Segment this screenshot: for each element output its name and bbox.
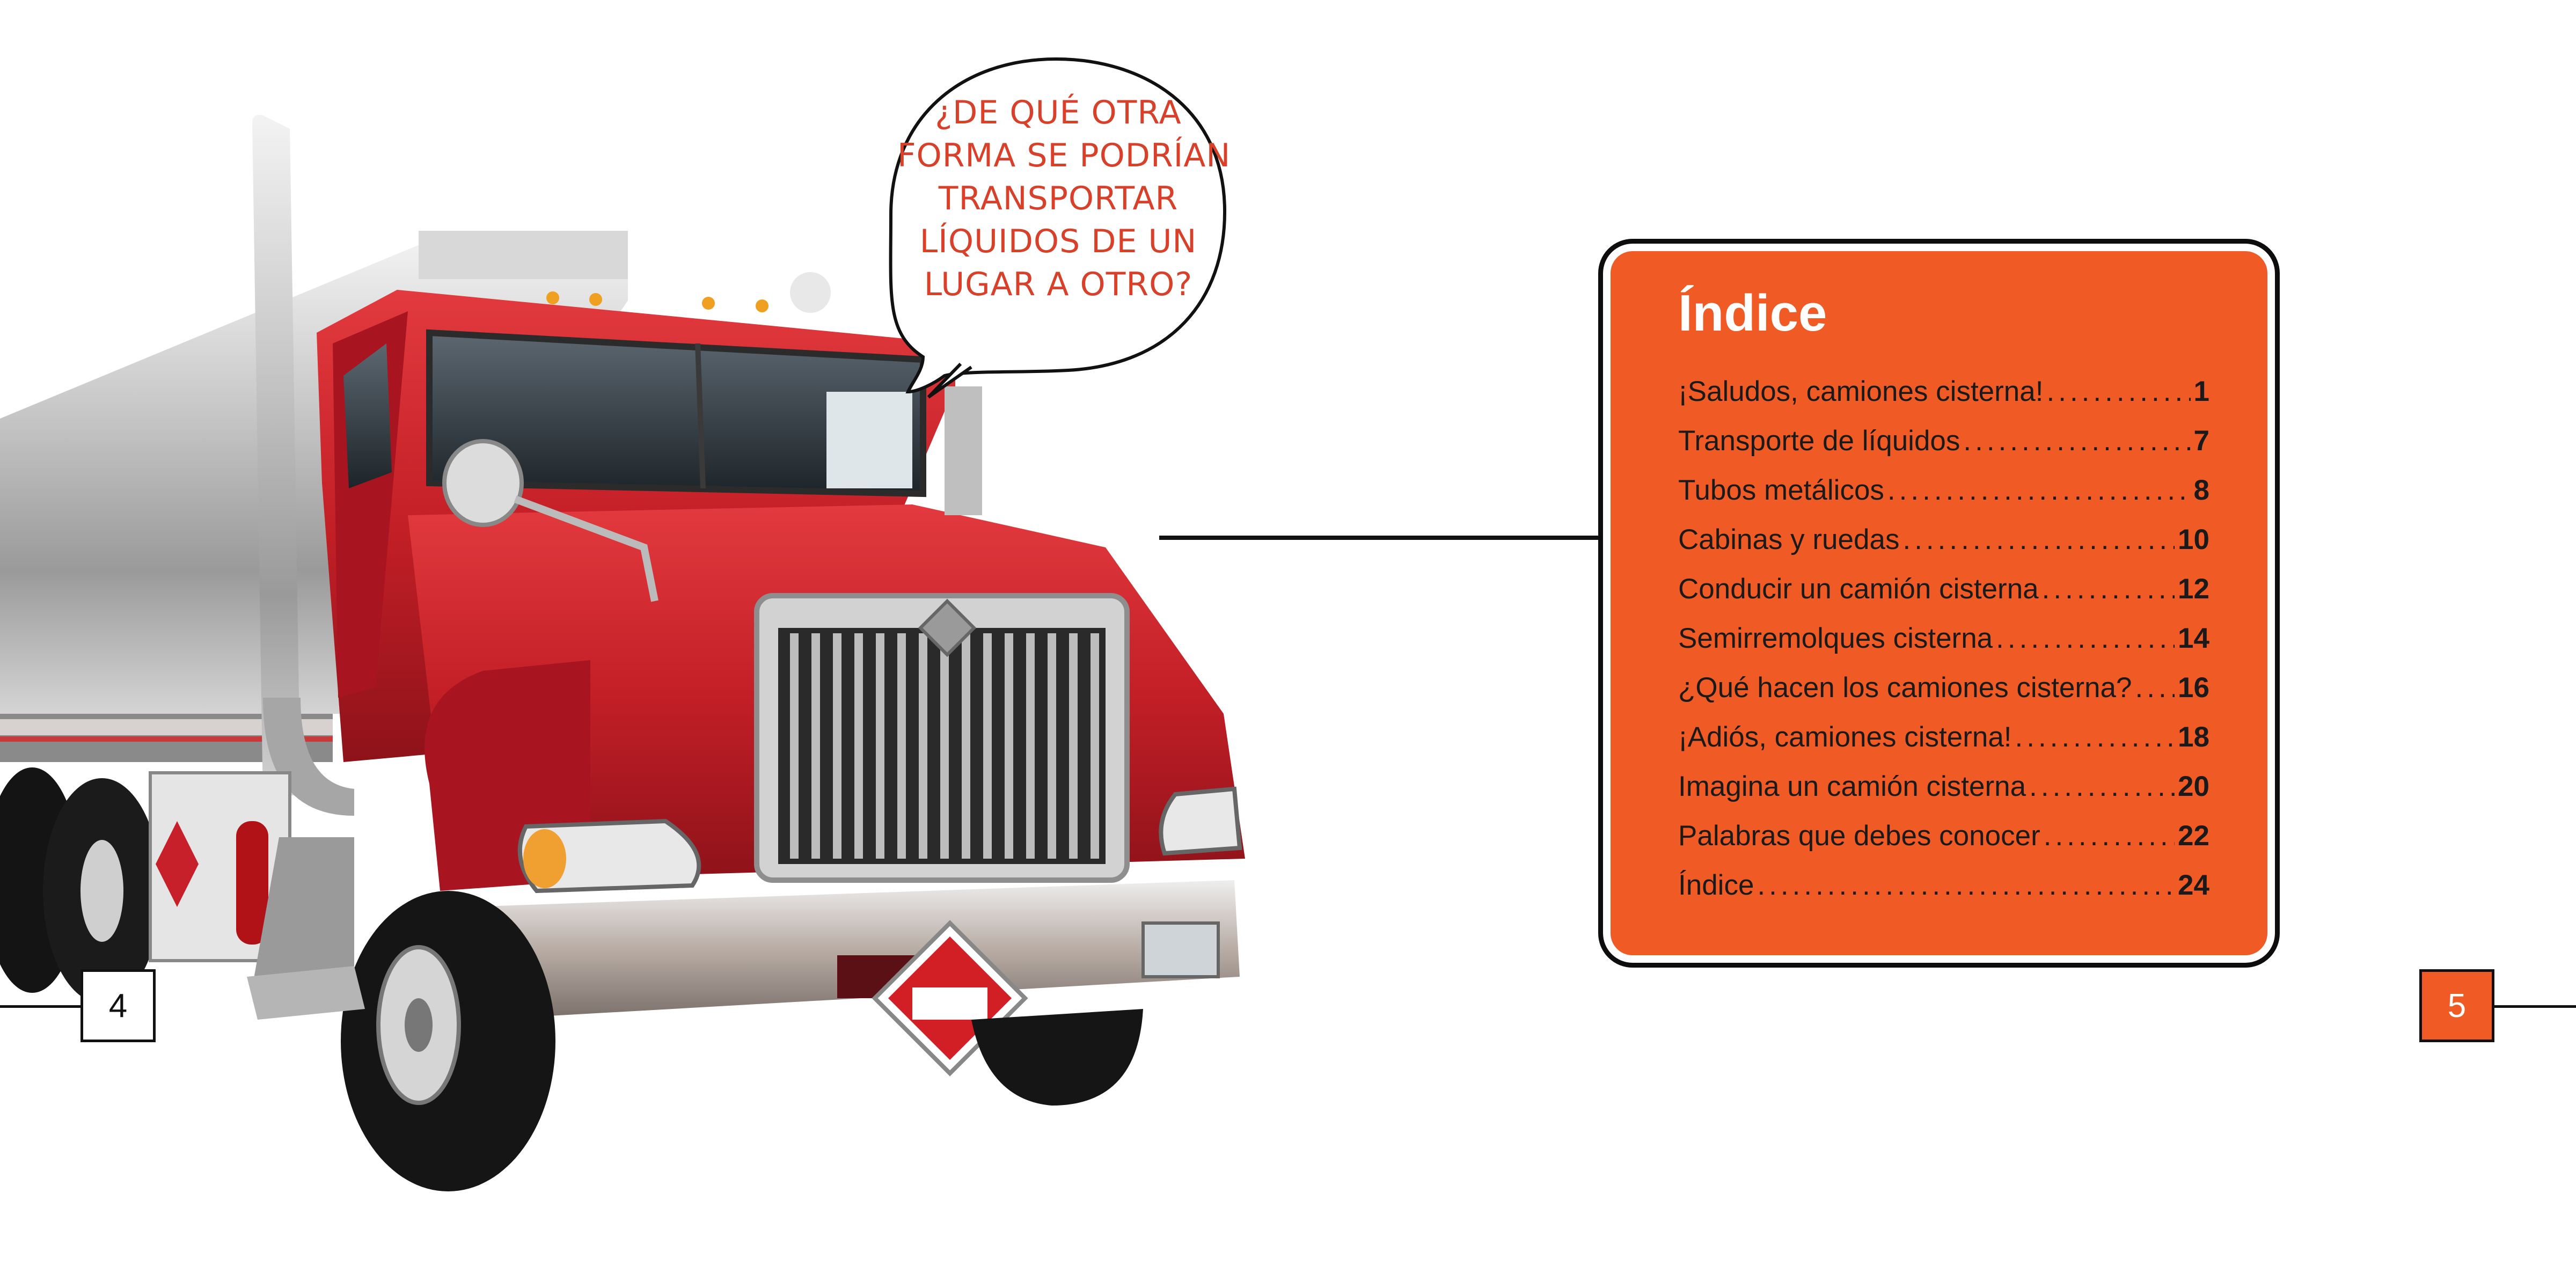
- toc-item-page: 1: [2193, 376, 2209, 407]
- dot-leader: [2012, 713, 2175, 762]
- page-rule-right: [2494, 1005, 2576, 1008]
- toc-list: ¡Saludos, camiones cisterna! 1 Transporte…: [1678, 367, 2209, 910]
- toc-item-page: 20: [2178, 771, 2209, 802]
- toc-title: Índice: [1678, 284, 1827, 342]
- dot-leader: [2132, 663, 2175, 713]
- toc-item[interactable]: Cabinas y ruedas 10: [1678, 515, 2209, 565]
- toc-item-page: 22: [2178, 820, 2209, 852]
- toc-item-label: Conducir un camión cisterna: [1678, 573, 2039, 605]
- toc-item[interactable]: Conducir un camión cisterna 12: [1678, 565, 2209, 614]
- toc-item-page: 8: [2193, 474, 2209, 506]
- toc-item-label: Cabinas y ruedas: [1678, 524, 1900, 555]
- toc-item-label: Índice: [1678, 869, 1754, 901]
- toc-item[interactable]: Semirremolques cisterna 14: [1678, 614, 2209, 663]
- page-number-left: 4: [80, 969, 156, 1042]
- toc-item[interactable]: Imagina un camión cisterna 20: [1678, 762, 2209, 811]
- toc-item[interactable]: Transporte de líquidos 7: [1678, 416, 2209, 466]
- toc-item-label: ¿Qué hacen los camiones cisterna?: [1678, 672, 2132, 704]
- page-number-right: 5: [2419, 969, 2494, 1042]
- toc-item[interactable]: Palabras que debes conocer 22: [1678, 811, 2209, 861]
- toc-item[interactable]: Tubos metálicos 8: [1678, 466, 2209, 515]
- dot-leader: [1993, 614, 2175, 663]
- toc-item-label: ¡Adiós, camiones cisterna!: [1678, 721, 2012, 753]
- dot-leader: [1884, 466, 2191, 515]
- toc-item[interactable]: Índice 24: [1678, 861, 2209, 910]
- toc-item-page: 18: [2178, 721, 2209, 753]
- toc-item-page: 14: [2178, 623, 2209, 654]
- toc-item-label: Tubos metálicos: [1678, 474, 1884, 506]
- dot-leader: [1960, 416, 2190, 466]
- toc-item-label: Transporte de líquidos: [1678, 425, 1960, 457]
- table-of-contents: Índice ¡Saludos, camiones cisterna! 1 Tra…: [1598, 239, 2280, 968]
- dot-leader: [2040, 811, 2175, 861]
- toc-item-page: 7: [2193, 425, 2209, 457]
- speech-bubble-text: ¿DE QUÉ OTRA FORMA SE PODRÍAN TRANSPORTA…: [897, 91, 1231, 306]
- toc-item-page: 12: [2178, 573, 2209, 605]
- toc-item-page: 24: [2178, 869, 2209, 901]
- page-rule-left: [0, 1005, 80, 1008]
- connector-line: [1159, 536, 1599, 540]
- dot-leader: [1754, 861, 2175, 910]
- dot-leader: [2044, 367, 2191, 416]
- toc-item-label: Palabras que debes conocer: [1678, 820, 2040, 852]
- bubble-line: FORMA SE PODRÍAN: [897, 137, 1231, 174]
- toc-item-label: ¡Saludos, camiones cisterna!: [1678, 376, 2044, 407]
- toc-item[interactable]: ¡Adiós, camiones cisterna! 18: [1678, 713, 2209, 762]
- bubble-line: ¿DE QUÉ OTRA: [935, 94, 1182, 131]
- dot-leader: [1899, 515, 2175, 565]
- dot-leader: [2026, 762, 2175, 811]
- bubble-line: TRANSPORTAR: [938, 180, 1179, 217]
- toc-item[interactable]: ¡Saludos, camiones cisterna! 1: [1678, 367, 2209, 416]
- toc-item-page: 10: [2178, 524, 2209, 555]
- bubble-line: LUGAR A OTRO?: [924, 266, 1193, 303]
- tanker-truck-illustration: [0, 57, 1245, 1191]
- toc-item-label: Imagina un camión cisterna: [1678, 771, 2026, 802]
- toc-item-label: Semirremolques cisterna: [1678, 623, 1993, 654]
- toc-item-page: 16: [2178, 672, 2209, 704]
- dot-leader: [2039, 565, 2175, 614]
- bubble-line: LÍQUIDOS DE UN: [919, 223, 1197, 260]
- toc-item[interactable]: ¿Qué hacen los camiones cisterna? 16: [1678, 663, 2209, 713]
